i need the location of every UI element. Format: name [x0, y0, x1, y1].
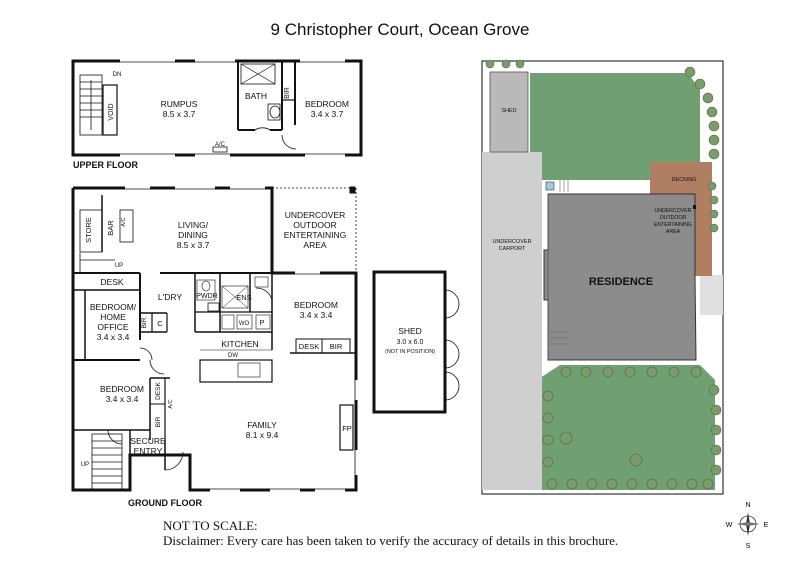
kitchen-island — [199, 359, 273, 383]
upper-bedroom-label: BEDROOM — [305, 99, 349, 109]
upper-floor-label: UPPER FLOOR — [73, 160, 139, 170]
disclaimer: NOT TO SCALE: Disclaimer: Every care has… — [163, 518, 618, 548]
ensuite-label: ENS — [236, 293, 251, 302]
living-label: LIVING/ — [178, 220, 209, 230]
right-bedroom-label: BEDROOM — [294, 300, 338, 310]
dishwasher-label: DW — [228, 353, 238, 359]
kitchen-label: KITCHEN — [221, 339, 258, 349]
entry-stairs — [91, 433, 123, 491]
site-undercover-line3: ENTERTAINING — [654, 222, 692, 228]
ground-floor-label: GROUND FLOOR — [128, 498, 202, 508]
compass-icon: N E S W — [726, 502, 769, 550]
lawn-top — [530, 73, 700, 180]
desk-top-label: DESK — [100, 277, 123, 287]
detached-shed — [372, 270, 460, 414]
left-bedroom-size: 3.4 x 3.4 — [106, 394, 139, 404]
upper-stairs — [79, 74, 103, 136]
undercover-line1: UNDERCOVER — [285, 210, 345, 220]
entry-line2: ENTRY — [134, 446, 163, 456]
office-line3: OFFICE — [97, 322, 128, 332]
office-line1: BEDROOM/ — [90, 302, 137, 312]
site-shed-label: SHED — [501, 108, 516, 114]
left-desk-label: DESK — [155, 381, 162, 399]
rumpus-size: 8.5 x 3.7 — [163, 109, 196, 119]
rumpus-label: RUMPUS — [161, 99, 198, 109]
dining-label: DINING — [178, 230, 208, 240]
upper-bedroom-size: 3.4 x 3.7 — [311, 109, 344, 119]
bath-label: BATH — [245, 91, 267, 101]
carport — [482, 152, 542, 490]
entry-line1: SECURE — [130, 436, 166, 446]
office-bir-label: BIR — [141, 317, 148, 328]
right-desk-label: DESK — [299, 342, 319, 351]
carport-line2: CARPORT — [499, 246, 526, 252]
bar-label: BAR — [106, 220, 115, 236]
ground-floor — [71, 186, 358, 492]
cupboard-label: C — [157, 319, 163, 328]
upper-bir-label: BIR — [284, 87, 291, 99]
shed-size: 3.0 x 6.0 — [397, 339, 424, 346]
site-shed — [489, 71, 529, 153]
site-undercover-line1: UNDERCOVER — [655, 208, 692, 214]
residence-label: RESIDENCE — [589, 276, 653, 288]
family-label: FAMILY — [247, 420, 277, 430]
undercover-line3: ENTERTAINING — [284, 230, 347, 240]
left-bedroom-label: BEDROOM — [100, 384, 144, 394]
office-line2: HOME — [100, 312, 126, 322]
store-label: STORE — [84, 217, 93, 243]
right-bir-label: BIR — [330, 342, 343, 351]
upper-floor — [71, 59, 363, 157]
site-undercover-line2: OUTDOOR — [660, 215, 687, 221]
site-undercover-line4: AREA — [666, 229, 681, 235]
left-ac-label: A/C — [168, 399, 174, 408]
office-size: 3.4 x 3.4 — [97, 332, 130, 342]
living-ac-label: A/C — [121, 217, 127, 226]
living-up-label: UP — [115, 263, 123, 269]
laundry-label: L'DRY — [158, 292, 182, 302]
powder-label: PWDR — [196, 293, 217, 300]
not-to-scale: NOT TO SCALE: — [163, 518, 258, 533]
compass-s: S — [746, 543, 751, 550]
family-size: 8.1 x 9.4 — [246, 430, 279, 440]
decking-label: DECKING — [671, 177, 696, 183]
fireplace-label: FP — [342, 424, 352, 433]
trees — [485, 59, 722, 490]
compass-w: W — [726, 522, 733, 529]
shed-label: SHED — [398, 326, 422, 336]
site-plan — [481, 59, 724, 495]
left-bir-label: BIR — [155, 416, 162, 427]
shed-note: (NOT IN POSITION) — [385, 349, 435, 355]
compass-n: N — [745, 502, 750, 509]
upper-ac-label: A/C — [215, 142, 226, 148]
right-bedroom-size: 3.4 x 3.4 — [300, 310, 333, 320]
carport-line1: UNDERCOVER — [492, 239, 531, 245]
page-title: 9 Christopher Court, Ocean Grove — [270, 20, 530, 39]
void-label: VOID — [108, 103, 115, 120]
undercover-line4: AREA — [303, 240, 326, 250]
living-size: 8.5 x 3.7 — [177, 240, 210, 250]
wo-label: WO — [239, 321, 250, 327]
entry-up-label: UP — [81, 462, 89, 468]
undercover-line2: OUTDOOR — [293, 220, 336, 230]
lawn-bottom — [540, 365, 715, 490]
disclaimer-text: Disclaimer: Every care has been taken to… — [163, 533, 619, 548]
pantry-label: P — [259, 318, 264, 327]
dn-label: DN — [113, 72, 122, 78]
compass-e: E — [764, 522, 769, 529]
